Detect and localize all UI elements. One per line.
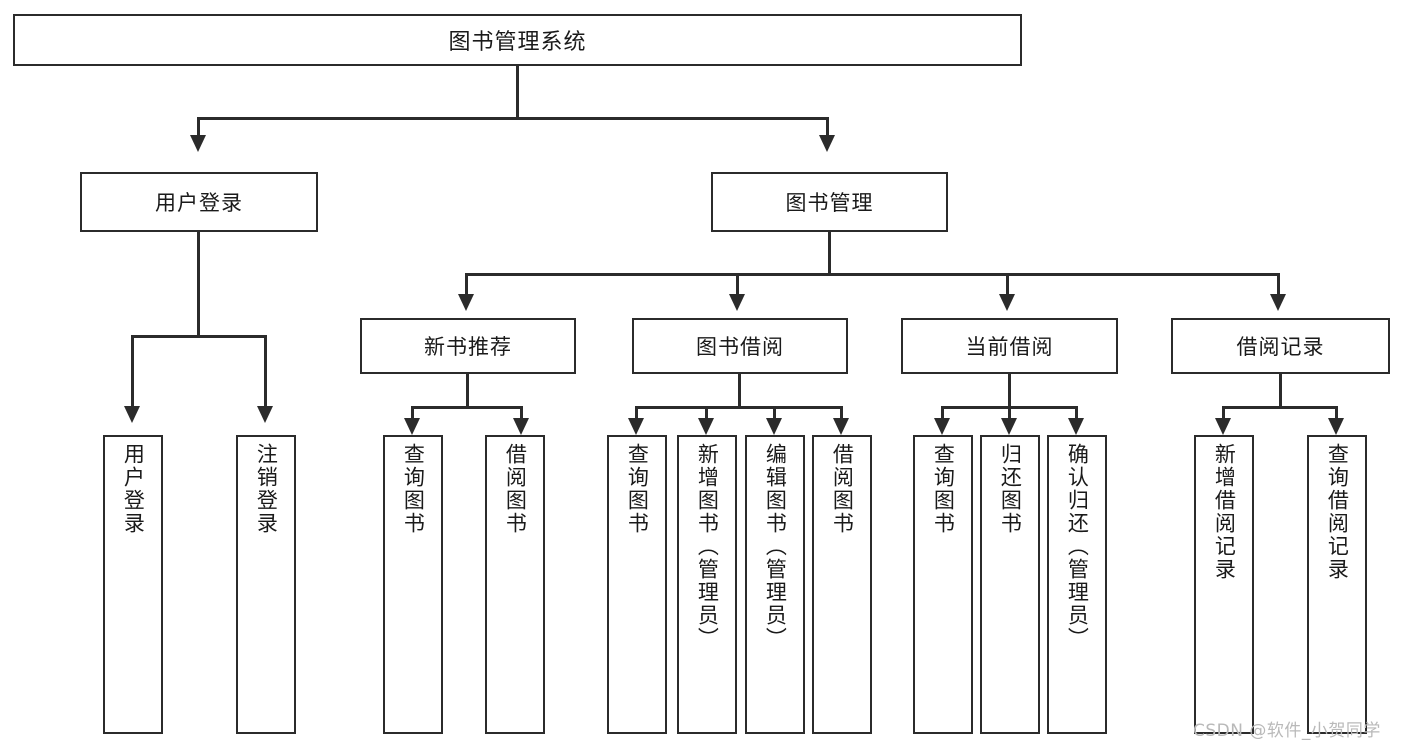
node-label: 图书管理 [785, 191, 874, 215]
arrow-current-borrow-leaf-1 [934, 418, 950, 435]
connector-new-book-drop-1 [411, 406, 414, 420]
arrow-book-borrow-leaf-1 [628, 418, 644, 435]
connector-new-book-stem [466, 374, 469, 408]
connector-level2-drop-1 [465, 273, 468, 296]
node-label: 借阅图书 [503, 443, 528, 535]
node-label: 用户登录 [121, 443, 146, 535]
node-leaf-borrow-book-recommend[interactable]: 借阅图书 [485, 435, 545, 734]
connector-current-borrow-stem [1008, 374, 1011, 408]
connector-borrow-record-stem [1279, 374, 1282, 408]
connector-level1-right-drop [826, 117, 829, 137]
node-label: 查询图书 [931, 443, 956, 535]
node-label: 借阅图书 [830, 443, 855, 535]
connector-new-book-drop-2 [520, 406, 523, 420]
arrow-borrow-record-leaf-2 [1328, 418, 1344, 435]
node-new-book-recommend[interactable]: 新书推荐 [360, 318, 576, 374]
arrow-new-book-leaf-1 [404, 418, 420, 435]
node-label: 借阅记录 [1236, 335, 1325, 359]
arrow-book-borrow-leaf-2 [698, 418, 714, 435]
node-leaf-return-book[interactable]: 归还图书 [980, 435, 1040, 734]
node-book-borrow[interactable]: 图书借阅 [632, 318, 848, 374]
node-label: 图书管理系统 [448, 30, 587, 55]
arrow-new-book-leaf-2 [513, 418, 529, 435]
node-user-login[interactable]: 用户登录 [80, 172, 318, 232]
arrow-borrow-record-leaf-1 [1215, 418, 1231, 435]
connector-book-borrow-drop-4 [840, 406, 843, 420]
arrow-to-logout-leaf [257, 406, 273, 423]
node-leaf-borrow-book[interactable]: 借阅图书 [812, 435, 872, 734]
node-leaf-query-book[interactable]: 查询图书 [607, 435, 667, 734]
node-leaf-query-book-recommend[interactable]: 查询图书 [383, 435, 443, 734]
node-borrow-record[interactable]: 借阅记录 [1171, 318, 1390, 374]
node-root-book-management-system[interactable]: 图书管理系统 [13, 14, 1022, 66]
connector-user-login-left-drop [131, 335, 134, 408]
arrow-book-borrow-leaf-3 [766, 418, 782, 435]
connector-user-login-stem [197, 232, 200, 336]
node-leaf-logout[interactable]: 注销登录 [236, 435, 296, 734]
connector-level2-bar [465, 273, 1280, 276]
node-leaf-edit-book-admin[interactable]: 编辑图书（管理员） [745, 435, 805, 734]
node-current-borrow[interactable]: 当前借阅 [901, 318, 1118, 374]
node-label: 确认归还（管理员） [1065, 443, 1090, 650]
connector-new-book-bar [411, 406, 523, 409]
node-leaf-query-borrow-record[interactable]: 查询借阅记录 [1307, 435, 1367, 734]
connector-root-stem [516, 66, 519, 118]
connector-borrow-record-drop-2 [1335, 406, 1338, 420]
node-label: 新书推荐 [424, 335, 512, 359]
node-leaf-add-borrow-record[interactable]: 新增借阅记录 [1194, 435, 1254, 734]
arrow-to-borrow-record [1270, 294, 1286, 311]
connector-current-borrow-drop-3 [1075, 406, 1078, 420]
arrow-current-borrow-leaf-3 [1068, 418, 1084, 435]
arrow-to-book-borrow [729, 294, 745, 311]
arrow-to-book-management [819, 135, 835, 152]
node-label: 新增借阅记录 [1212, 443, 1237, 581]
connector-current-borrow-drop-2 [1008, 406, 1011, 420]
arrow-to-user-login [190, 135, 206, 152]
connector-level1-bar [197, 117, 829, 120]
connector-level2-drop-2 [736, 273, 739, 296]
arrow-current-borrow-leaf-2 [1001, 418, 1017, 435]
connector-level2-drop-3 [1006, 273, 1009, 296]
connector-user-login-bar [131, 335, 267, 338]
node-label: 新增图书（管理员） [695, 443, 720, 650]
node-label: 当前借阅 [965, 335, 1054, 359]
node-leaf-add-book-admin[interactable]: 新增图书（管理员） [677, 435, 737, 734]
arrow-to-user-login-leaf [124, 406, 140, 423]
node-label: 查询图书 [625, 443, 650, 535]
node-label: 图书借阅 [696, 335, 784, 359]
node-book-management[interactable]: 图书管理 [711, 172, 948, 232]
connector-book-management-stem [828, 232, 831, 274]
arrow-to-current-borrow [999, 294, 1015, 311]
connector-level2-drop-4 [1277, 273, 1280, 296]
node-leaf-confirm-return-admin[interactable]: 确认归还（管理员） [1047, 435, 1107, 734]
node-label: 查询图书 [401, 443, 426, 535]
connector-book-borrow-drop-2 [705, 406, 708, 420]
connector-book-borrow-drop-3 [773, 406, 776, 420]
node-label: 归还图书 [998, 443, 1023, 535]
connector-user-login-right-drop [264, 335, 267, 408]
arrow-book-borrow-leaf-4 [833, 418, 849, 435]
arrow-to-new-book-recommend [458, 294, 474, 311]
node-label: 编辑图书（管理员） [763, 443, 788, 650]
node-label: 注销登录 [254, 443, 279, 535]
node-leaf-user-login[interactable]: 用户登录 [103, 435, 163, 734]
connector-current-borrow-drop-1 [941, 406, 944, 420]
connector-borrow-record-bar [1222, 406, 1338, 409]
connector-borrow-record-drop-1 [1222, 406, 1225, 420]
connector-book-borrow-drop-1 [635, 406, 638, 420]
connector-level1-left-drop [197, 117, 200, 137]
connector-book-borrow-bar [635, 406, 843, 409]
connector-book-borrow-stem [738, 374, 741, 408]
node-label: 查询借阅记录 [1325, 443, 1350, 581]
node-label: 用户登录 [155, 191, 243, 215]
node-leaf-query-book-current[interactable]: 查询图书 [913, 435, 973, 734]
